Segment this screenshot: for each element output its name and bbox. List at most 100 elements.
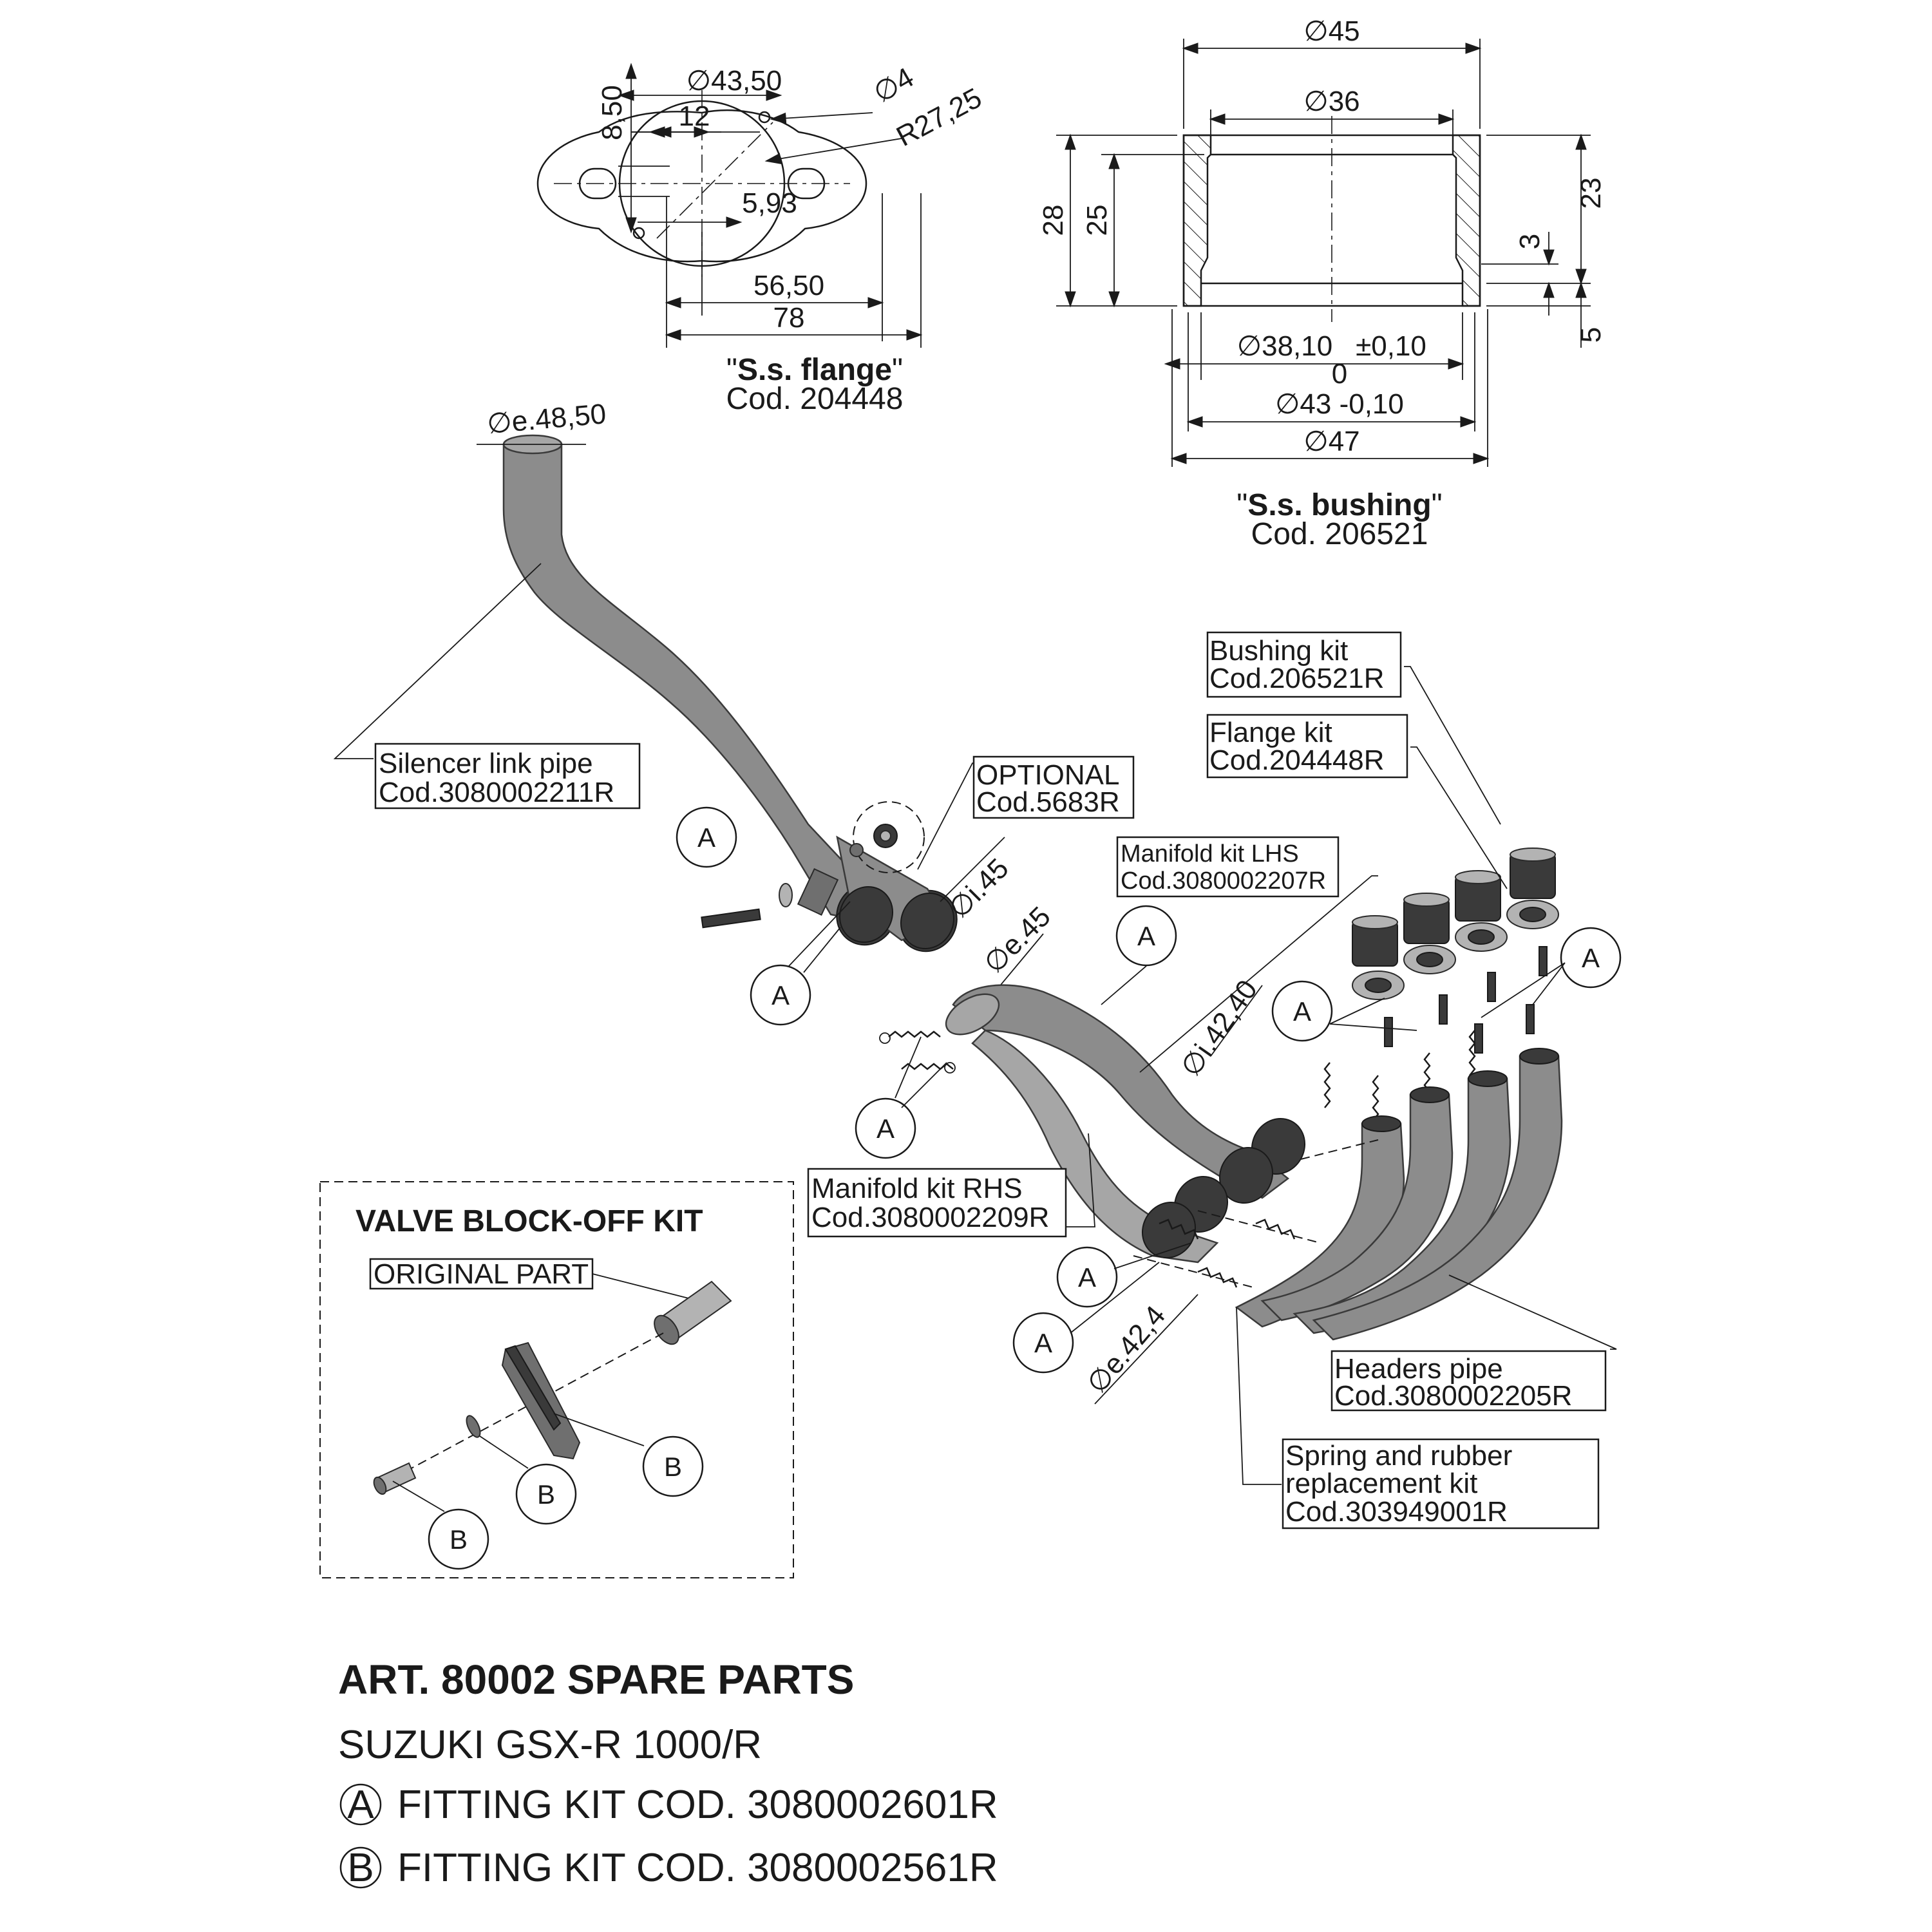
svg-text:Cod.5683R: Cod.5683R bbox=[976, 786, 1120, 818]
svg-text:A: A bbox=[876, 1113, 895, 1144]
callout-a-8: A bbox=[1012, 1312, 1074, 1374]
flange-dim-height: 8,50 bbox=[596, 85, 628, 140]
flange-dim-5650: 56,50 bbox=[753, 270, 824, 301]
bushing-dim-h5: 5 bbox=[1575, 327, 1607, 343]
flange-dim-offset: 5,93 bbox=[742, 187, 797, 219]
springs-left bbox=[879, 1030, 956, 1074]
label-bushing-kit: Bushing kit Cod.206521R bbox=[1206, 631, 1402, 698]
label-optional: OPTIONAL Cod.5683R bbox=[972, 755, 1135, 819]
bushing-dim-tol-plus: ±0,10 bbox=[1356, 330, 1426, 362]
silencer-link-pipe bbox=[502, 443, 897, 922]
svg-text:B: B bbox=[450, 1524, 468, 1555]
callout-a-4: A bbox=[1271, 980, 1333, 1042]
svg-text:Flange kit: Flange kit bbox=[1209, 717, 1332, 748]
svg-text:Bushing kit: Bushing kit bbox=[1209, 635, 1348, 667]
flange-pin-hole-top bbox=[758, 111, 771, 124]
manifold-rhs bbox=[971, 1029, 1219, 1264]
svg-text:Manifold kit LHS: Manifold kit LHS bbox=[1121, 840, 1299, 867]
svg-text:Headers pipe: Headers pipe bbox=[1334, 1353, 1503, 1385]
callout-a-1: A bbox=[676, 806, 737, 868]
svg-text:FITTING KIT COD. 3080002561R: FITTING KIT COD. 3080002561R bbox=[397, 1846, 998, 1890]
svg-text:B: B bbox=[664, 1452, 682, 1482]
svg-text:A: A bbox=[347, 1783, 374, 1827]
flange-dim-12: 12 bbox=[679, 100, 710, 132]
flange-dim-hole: ∅4 bbox=[868, 62, 919, 109]
svg-text:replacement kit: replacement kit bbox=[1285, 1468, 1477, 1499]
flange-dim-bore: ∅43,50 bbox=[687, 65, 782, 97]
bushing-detail: ∅45 ∅36 28 25 23 3 5 ∅38,10 ±0,10 bbox=[1037, 15, 1607, 551]
bushing-caption-code: Cod. 206521 bbox=[1251, 517, 1428, 551]
bushing-dim-d43: ∅43 -0,10 bbox=[1275, 388, 1404, 420]
bushing-dim-tol-zero: 0 bbox=[1332, 358, 1347, 390]
svg-text:A: A bbox=[1034, 1328, 1052, 1358]
bushing-dim-d45: ∅45 bbox=[1303, 15, 1359, 47]
svg-text:Silencer link pipe: Silencer link pipe bbox=[379, 748, 593, 779]
exploded-view: ∅e.48,50 ∅i.45 ∅e.45 ∅i.42,40 ∅e.42,4 bbox=[333, 398, 1622, 1530]
bushing-dim-h23: 23 bbox=[1575, 178, 1607, 209]
svg-text:FITTING KIT COD. 3080002601R: FITTING KIT COD. 3080002601R bbox=[397, 1783, 998, 1827]
svg-text:Cod.3080002211R: Cod.3080002211R bbox=[379, 777, 614, 808]
footer-model: SUZUKI GSX-R 1000/R bbox=[338, 1723, 762, 1767]
callout-a-6: A bbox=[855, 1097, 916, 1159]
flange-detail: ∅43,50 ∅4 R27,25 8,50 12 5,93 56,50 78 "… bbox=[536, 62, 987, 416]
svg-text:A: A bbox=[1078, 1262, 1096, 1293]
bushing-dim-d3810: ∅38,10 bbox=[1237, 330, 1332, 362]
bushings bbox=[1352, 848, 1556, 967]
bushing-wall-right bbox=[1452, 134, 1481, 307]
bolt-a bbox=[701, 908, 761, 929]
svg-text:A: A bbox=[1293, 996, 1311, 1027]
svg-text:Spring and rubber: Spring and rubber bbox=[1285, 1440, 1512, 1472]
svg-text:Cod.204448R: Cod.204448R bbox=[1209, 744, 1385, 776]
flange-caption-name: "S.s. flange" bbox=[726, 353, 903, 387]
label-headers: Headers pipe Cod.3080002205R bbox=[1331, 1350, 1607, 1412]
svg-text:A: A bbox=[697, 822, 715, 853]
label-spring-kit: Spring and rubber replacement kit Cod.30… bbox=[1282, 1438, 1600, 1530]
flange-caption-code: Cod. 204448 bbox=[726, 382, 904, 416]
svg-text:Cod.3080002207R: Cod.3080002207R bbox=[1121, 867, 1326, 895]
bushing-dim-d47: ∅47 bbox=[1303, 426, 1359, 457]
svg-text:A: A bbox=[772, 980, 790, 1010]
callouts-a: A A A A A A A A bbox=[676, 806, 1622, 1374]
bushing-dim-h28: 28 bbox=[1037, 205, 1069, 236]
springs-mid bbox=[1323, 1030, 1476, 1121]
optional-part-circle bbox=[853, 801, 925, 873]
manifold-lhs bbox=[952, 984, 1290, 1199]
svg-text:Cod.206521R: Cod.206521R bbox=[1209, 663, 1385, 694]
svg-text:Cod.3080002209R: Cod.3080002209R bbox=[811, 1202, 1049, 1233]
svg-text:A: A bbox=[1582, 943, 1600, 973]
springs-lower bbox=[1159, 1218, 1296, 1288]
svg-text:Cod.303949001R: Cod.303949001R bbox=[1285, 1496, 1508, 1528]
optional-washer bbox=[849, 843, 864, 857]
callout-a-3: A bbox=[1115, 905, 1177, 967]
dia-i4240: ∅i.42,40 bbox=[1175, 974, 1264, 1083]
svg-text:B: B bbox=[537, 1479, 555, 1510]
bracket bbox=[797, 868, 839, 916]
callout-a-5: A bbox=[1560, 927, 1622, 989]
dia-e424: ∅e.42,4 bbox=[1081, 1300, 1171, 1399]
flange-dim-78: 78 bbox=[773, 302, 805, 334]
callout-b-2: B bbox=[515, 1463, 577, 1525]
label-rhs: Manifold kit RHS Cod.3080002209R bbox=[807, 1168, 1067, 1238]
bushing-dim-h25: 25 bbox=[1081, 205, 1113, 236]
svg-text:Cod.3080002205R: Cod.3080002205R bbox=[1334, 1380, 1572, 1412]
footer-title: ART. 80002 SPARE PARTS bbox=[338, 1656, 854, 1703]
bushing-body bbox=[1182, 134, 1481, 307]
pipe-dia-top: ∅e.48,50 bbox=[486, 398, 607, 440]
flanges bbox=[1352, 900, 1559, 1000]
label-lhs: Manifold kit LHS Cod.3080002207R bbox=[1116, 836, 1340, 898]
label-flange-kit: Flange kit Cod.204448R bbox=[1206, 714, 1408, 779]
bushing-wall-left bbox=[1182, 134, 1212, 307]
washer-b bbox=[466, 1415, 481, 1438]
svg-text:Manifold kit RHS: Manifold kit RHS bbox=[811, 1173, 1023, 1204]
bushing-dim-d36: ∅36 bbox=[1303, 86, 1359, 117]
callout-a-7: A bbox=[1056, 1246, 1118, 1308]
dia-e45: ∅e.45 bbox=[978, 901, 1057, 980]
leader-lines bbox=[333, 563, 1617, 1485]
valve-kit-panel: VALVE BLOCK-OFF KIT ORIGINAL PART B B B bbox=[319, 1181, 794, 1578]
footer-kit-b: B FITTING KIT COD. 3080002561R bbox=[339, 1846, 998, 1890]
bushing-dim-h3: 3 bbox=[1514, 234, 1546, 249]
callout-a-2: A bbox=[750, 964, 811, 1026]
svg-text:A: A bbox=[1137, 921, 1155, 951]
bushing-caption-name: "S.s. bushing" bbox=[1236, 488, 1442, 522]
footer-kit-a: A FITTING KIT COD. 3080002601R bbox=[339, 1783, 998, 1827]
